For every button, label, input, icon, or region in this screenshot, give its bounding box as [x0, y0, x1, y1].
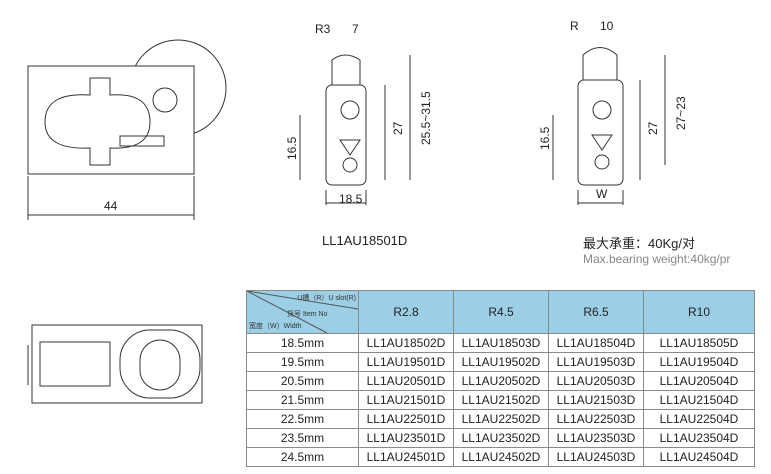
item-cell: LL1AU19502D: [453, 352, 549, 372]
side-view-drawing: 44: [27, 39, 227, 220]
height-label: 27: [646, 121, 660, 135]
col-r28: R2.8: [358, 290, 454, 334]
item-cell: LL1AU20504D: [643, 371, 755, 391]
item-cell: LL1AU23502D: [453, 428, 549, 448]
item-cell: LL1AU18504D: [548, 333, 644, 353]
header-row: U槽（R）U slot(R) 货号 Item No 宽度（W）Width R2.…: [246, 290, 755, 334]
item-cell: LL1AU18503D: [453, 333, 549, 353]
item-cell: LL1AU22503D: [548, 409, 644, 429]
offset-label: 16.5: [285, 136, 299, 160]
width-cell: 21.5mm: [246, 390, 359, 410]
slot-caption: U槽（R）U slot(R): [297, 295, 356, 302]
item-cell: LL1AU19503D: [548, 352, 644, 372]
offset-label: 16.5: [538, 126, 552, 150]
load-en: Max.bearing weight:40kg/pr: [583, 252, 731, 266]
item-cell: LL1AU21504D: [643, 390, 755, 410]
item-cell: LL1AU21502D: [453, 390, 549, 410]
corner-header: U槽（R）U slot(R) 货号 Item No 宽度（W）Width: [246, 290, 359, 334]
item-cell: LL1AU23503D: [548, 428, 644, 448]
col-r45: R4.5: [453, 290, 549, 334]
item-cell: LL1AU23504D: [643, 428, 755, 448]
item-cell: LL1AU18505D: [643, 333, 755, 353]
load-cn: 最大承重：40Kg/对: [583, 236, 695, 251]
item-cell: LL1AU21503D: [548, 390, 644, 410]
width-dim-label: 44: [104, 199, 118, 213]
item-cell: LL1AU22502D: [453, 409, 549, 429]
front-view-drawing-r3: [299, 54, 411, 205]
width-cell: 24.5mm: [246, 447, 359, 467]
item-cell: LL1AU20502D: [453, 371, 549, 391]
width-cell: 22.5mm: [246, 409, 359, 429]
slot-width-label: 7: [352, 22, 359, 36]
width-label: W: [596, 187, 608, 201]
item-cell: LL1AU24503D: [548, 447, 644, 467]
item-cell: LL1AU22501D: [358, 409, 454, 429]
item-cell: LL1AU18502D: [358, 333, 454, 353]
item-cell: LL1AU22504D: [643, 409, 755, 429]
product-table: U槽（R）U slot(R) 货号 Item No 宽度（W）Width R2.…: [246, 290, 755, 467]
width-cell: 20.5mm: [246, 371, 359, 391]
item-cell: LL1AU19501D: [358, 352, 454, 372]
item-cell: LL1AU21501D: [358, 390, 454, 410]
model-number: LL1AU18501D: [322, 233, 408, 248]
slot-width-label: 10: [600, 19, 614, 33]
top-view-drawing: [27, 324, 203, 404]
item-cell: LL1AU20503D: [548, 371, 644, 391]
width-cell: 19.5mm: [246, 352, 359, 372]
width-cell: 23.5mm: [246, 428, 359, 448]
item-cell: LL1AU20501D: [358, 371, 454, 391]
width-cell: 18.5mm: [246, 333, 359, 353]
height-label: 27: [391, 121, 405, 135]
width-caption: 宽度（W）Width: [249, 323, 302, 330]
col-r10: R10: [643, 290, 755, 334]
item-cell: LL1AU24504D: [643, 447, 755, 467]
col-r65: R6.5: [548, 290, 644, 334]
item-caption: 货号 Item No: [287, 311, 328, 318]
item-cell: LL1AU24501D: [358, 447, 454, 467]
height-range-label: 25.5~31.5: [419, 91, 433, 145]
width-label: 18.5: [339, 192, 363, 206]
height-range-label: 27~23: [674, 96, 688, 130]
diagonal-lines: [247, 291, 358, 333]
front-view-drawing-r: [552, 47, 666, 205]
radius-label: R: [570, 19, 579, 33]
radius-label: R3: [315, 22, 331, 36]
item-cell: LL1AU19504D: [643, 352, 755, 372]
item-cell: LL1AU23501D: [358, 428, 454, 448]
item-cell: LL1AU24502D: [453, 447, 549, 467]
